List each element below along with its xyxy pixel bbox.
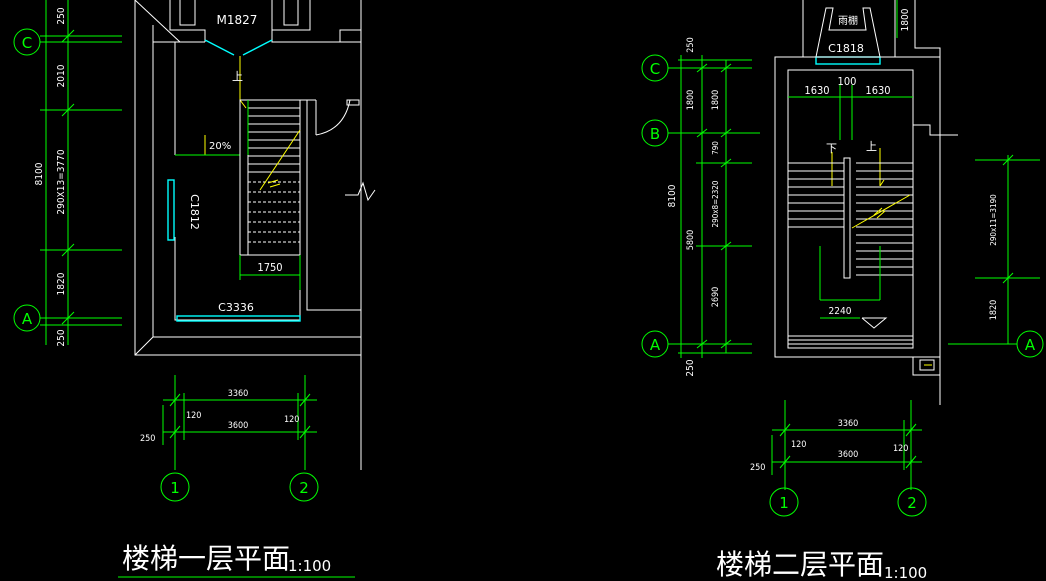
- axis-b2-label: B: [650, 125, 660, 143]
- r-dim-c-b: 1800: [686, 90, 696, 111]
- axis-bubble-1: [160, 472, 190, 502]
- axis-1b-label: 1: [779, 494, 789, 512]
- dim-wall-right: 120: [284, 415, 299, 425]
- axis-bubble-2b: [897, 487, 927, 517]
- slope-label: 20%: [209, 141, 231, 152]
- left-scale: 1:100: [288, 557, 331, 575]
- axis-2-label: 2: [299, 479, 309, 497]
- axis-a2-right-label: A: [1025, 336, 1036, 354]
- dim-run: 290X13=3770: [56, 149, 67, 214]
- r-stair-treads: [788, 162, 913, 276]
- dim-top-cut: 250: [56, 7, 67, 24]
- door-label: M1827: [217, 13, 258, 27]
- gap-dim: 100: [838, 75, 857, 88]
- up2-label: 上: [866, 140, 877, 153]
- top-window-label: C1818: [828, 42, 864, 55]
- r-dim-c-b-inner: 1800: [711, 90, 721, 111]
- dim-axis: 3600: [228, 421, 249, 431]
- down-label: 下: [826, 142, 837, 155]
- right-plan: C B A A 250 1800 1800 5800 8100 790 290x…: [641, 0, 1044, 581]
- handrail: [843, 157, 851, 279]
- axis-bubble-1b: [769, 487, 799, 517]
- top-window: [815, 56, 881, 65]
- r-outer-wall: [774, 56, 941, 358]
- r-dim-axis: 3600: [838, 450, 859, 460]
- up-label: 上: [232, 70, 243, 83]
- r-dim-seg2: 290x8=2320: [711, 180, 720, 227]
- right-scale: 1:100: [884, 564, 927, 581]
- axis-bubble-2: [289, 472, 319, 502]
- r-dim-top-cut: 250: [686, 37, 696, 52]
- r-dim-seg3: 2690: [711, 287, 721, 308]
- dim-bottom: 250: [56, 329, 67, 346]
- right-title: 楼梯二层平面: [716, 548, 884, 581]
- dim-upper: 2010: [56, 64, 67, 87]
- half-width-right: 1630: [865, 84, 890, 97]
- landing-width: 2240: [829, 306, 852, 317]
- axis-1-label: 1: [170, 479, 180, 497]
- canopy-label: 雨棚: [838, 14, 858, 27]
- dim-offset: 250: [140, 434, 155, 444]
- bottom-window-label: C3336: [218, 301, 254, 314]
- stair-width-dim: 1750: [257, 261, 282, 274]
- left-title: 楼梯一层平面: [122, 542, 290, 575]
- axis-2b-label: 2: [907, 494, 917, 512]
- axis-c2-label: C: [650, 60, 660, 78]
- left-plan: C A 250 2010 290X13=3770 1820 250 8100: [13, 0, 376, 578]
- r-inner-wall: [787, 69, 914, 349]
- dim-wall-left: 120: [186, 411, 201, 421]
- dim-total: 8100: [34, 162, 45, 185]
- half-width-left: 1630: [804, 84, 829, 97]
- axis-a2-label: A: [650, 336, 661, 354]
- r-lower-dim: 1820: [989, 300, 999, 321]
- r-dim-offset: 250: [750, 463, 765, 473]
- r-run-dim: 290x11=3190: [989, 194, 998, 246]
- axis-c-label: C: [22, 34, 32, 52]
- stair-block: [239, 99, 301, 256]
- stair-treads: [248, 107, 300, 243]
- r-dim-wall-left: 120: [791, 440, 806, 450]
- r-dim-wall-right: 120: [893, 444, 908, 454]
- side-window: [167, 179, 175, 241]
- r-dim-seg1: 790: [711, 141, 720, 155]
- r-dim-total: 8100: [667, 184, 678, 207]
- bottom-window: [176, 315, 301, 322]
- top-cut-dim: 1800: [900, 8, 911, 31]
- r-dim-bottom: 250: [685, 359, 696, 376]
- dim-inner: 3360: [228, 389, 249, 399]
- side-window-label: C1812: [188, 194, 201, 230]
- axis-a-label: A: [22, 310, 33, 328]
- r-dim-inner: 3360: [838, 419, 859, 429]
- r-dim-b-a: 5800: [686, 230, 696, 251]
- dim-lower: 1820: [56, 272, 67, 295]
